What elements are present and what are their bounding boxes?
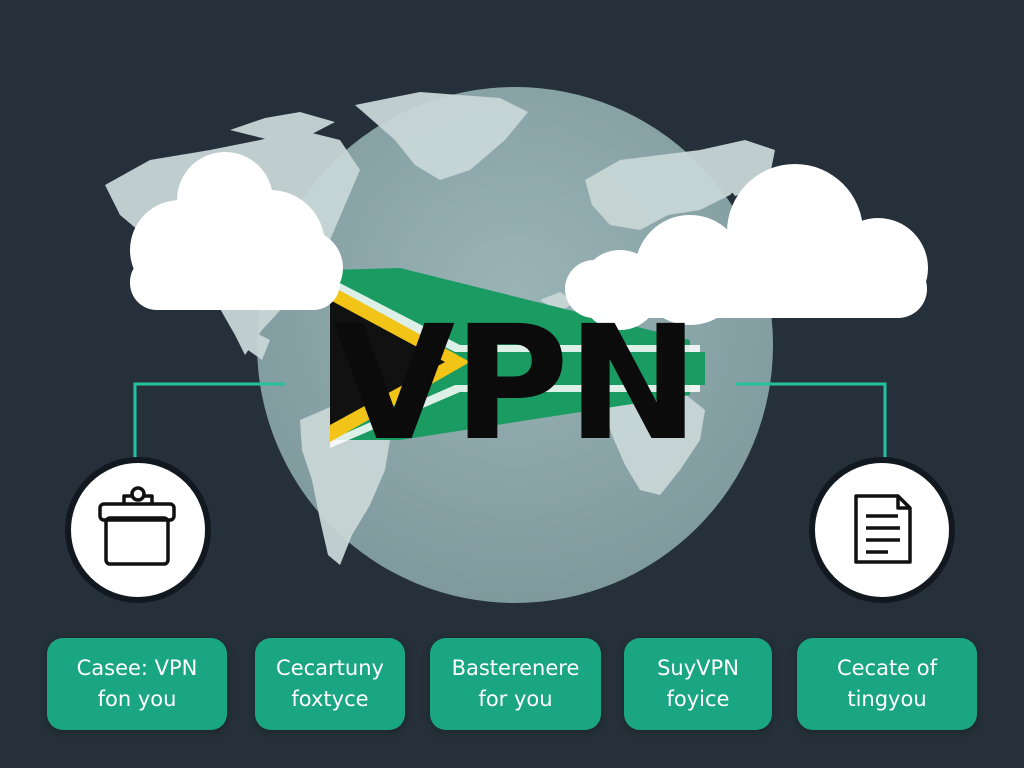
africa-shape bbox=[600, 385, 705, 495]
icon-circle-right bbox=[809, 457, 955, 603]
south-america-shape bbox=[300, 405, 390, 565]
pill-line-1: Cecartuny bbox=[276, 656, 384, 680]
arctic-islands-shape bbox=[230, 112, 335, 140]
feature-pill[interactable]: Cecate of tingyou bbox=[797, 638, 977, 730]
pill-line-2: foyice bbox=[666, 687, 730, 711]
pill-line-1: Casee: VPN bbox=[76, 656, 198, 680]
feature-pill[interactable]: Cecartuny foxtyce bbox=[255, 638, 405, 730]
pill-line-1: SuyVPN bbox=[657, 656, 739, 680]
flag-green-inner bbox=[330, 290, 705, 440]
flag-arrow bbox=[330, 268, 705, 448]
feature-pill[interactable]: SuyVPN foyice bbox=[624, 638, 772, 730]
feature-pill[interactable]: Basterenere for you bbox=[430, 638, 601, 730]
pill-line-2: foxtyce bbox=[291, 687, 369, 711]
feature-pill[interactable]: Casee: VPN fon you bbox=[47, 638, 227, 730]
pill-line-2: for you bbox=[478, 687, 553, 711]
pill-line-1: Basterenere bbox=[451, 656, 580, 680]
cloud-left bbox=[130, 152, 343, 310]
flag-black-triangle bbox=[330, 300, 445, 425]
island-shape bbox=[248, 330, 270, 360]
greenland-shape bbox=[355, 92, 528, 180]
europe-shape bbox=[585, 150, 750, 230]
pill-line-2: tingyou bbox=[847, 687, 927, 711]
connector-right bbox=[736, 382, 887, 460]
basket-icon bbox=[98, 486, 176, 566]
vpn-headline: VPN bbox=[333, 292, 697, 476]
connector-left bbox=[133, 382, 285, 460]
pill-line-2: fon you bbox=[97, 687, 177, 711]
document-icon bbox=[854, 494, 912, 564]
icon-circle-left bbox=[65, 457, 211, 603]
cloud-right bbox=[565, 164, 928, 330]
pill-line-1: Cecate of bbox=[836, 656, 938, 680]
